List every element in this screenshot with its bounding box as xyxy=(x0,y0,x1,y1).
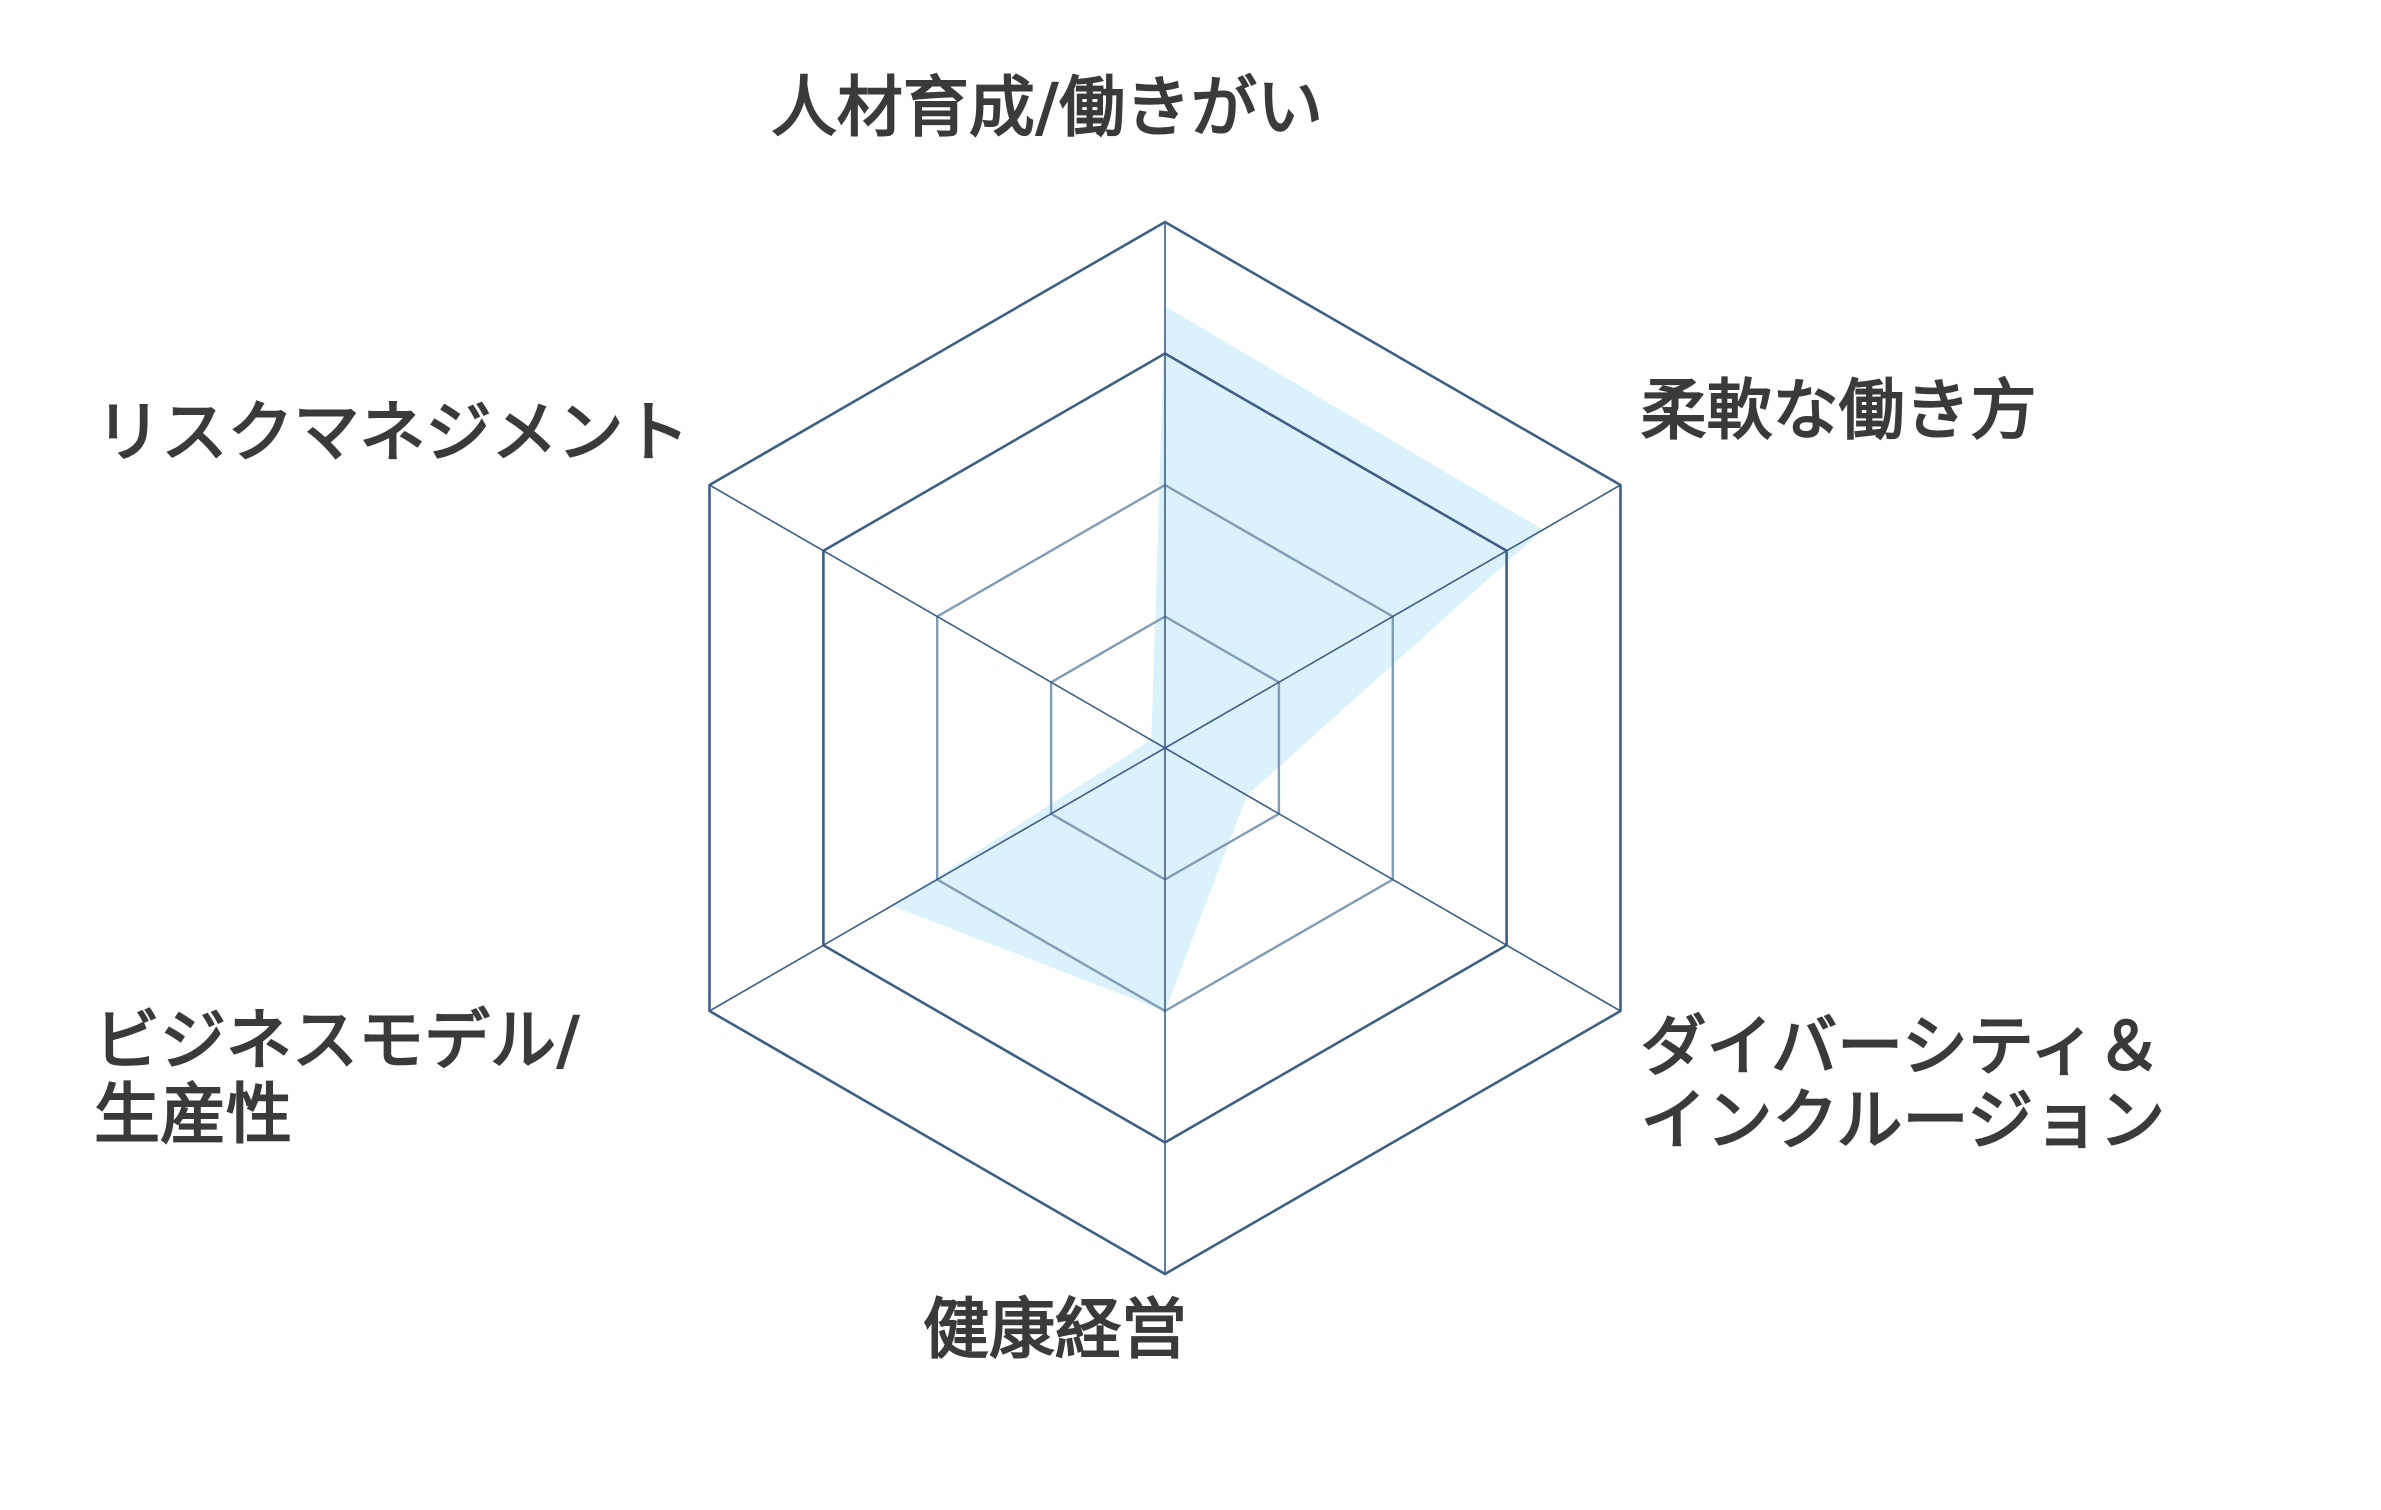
axis-spoke-1 xyxy=(1164,484,1621,749)
axis-label-2-line-0: ダイバーシティ＆ xyxy=(1641,1008,2162,1085)
axis-label-0: 人材育成/働きがい xyxy=(771,69,1323,146)
axis-spoke-2 xyxy=(1164,747,1621,1012)
axis-label-0-line-0: 人材育成/働きがい xyxy=(771,69,1323,146)
axis-label-1-line-0: 柔軟な働き方 xyxy=(1641,372,2037,449)
axis-label-5-line-0: リスクマネジメント xyxy=(96,394,690,471)
axis-label-3-line-0: 健康経営 xyxy=(923,1291,1187,1368)
axis-label-2: ダイバーシティ＆インクルージョン xyxy=(1641,1008,2166,1159)
axis-label-5: リスクマネジメント xyxy=(96,394,690,471)
axis-spoke-5 xyxy=(709,484,1166,749)
axis-label-1: 柔軟な働き方 xyxy=(1641,372,2037,449)
data-area-layer xyxy=(891,306,1544,1011)
axis-spoke-4 xyxy=(709,747,1166,1012)
spoke-layer xyxy=(709,222,1621,1274)
data-area xyxy=(891,306,1544,1011)
axis-label-3: 健康経営 xyxy=(923,1291,1187,1368)
axis-label-2-line-1: インクルージョン xyxy=(1641,1082,2166,1159)
axis-label-4-line-0: ビジネスモデル/ xyxy=(94,1002,581,1079)
axis-label-4: ビジネスモデル/生産性 xyxy=(94,1002,581,1153)
axis-label-4-line-1: 生産性 xyxy=(94,1076,292,1153)
